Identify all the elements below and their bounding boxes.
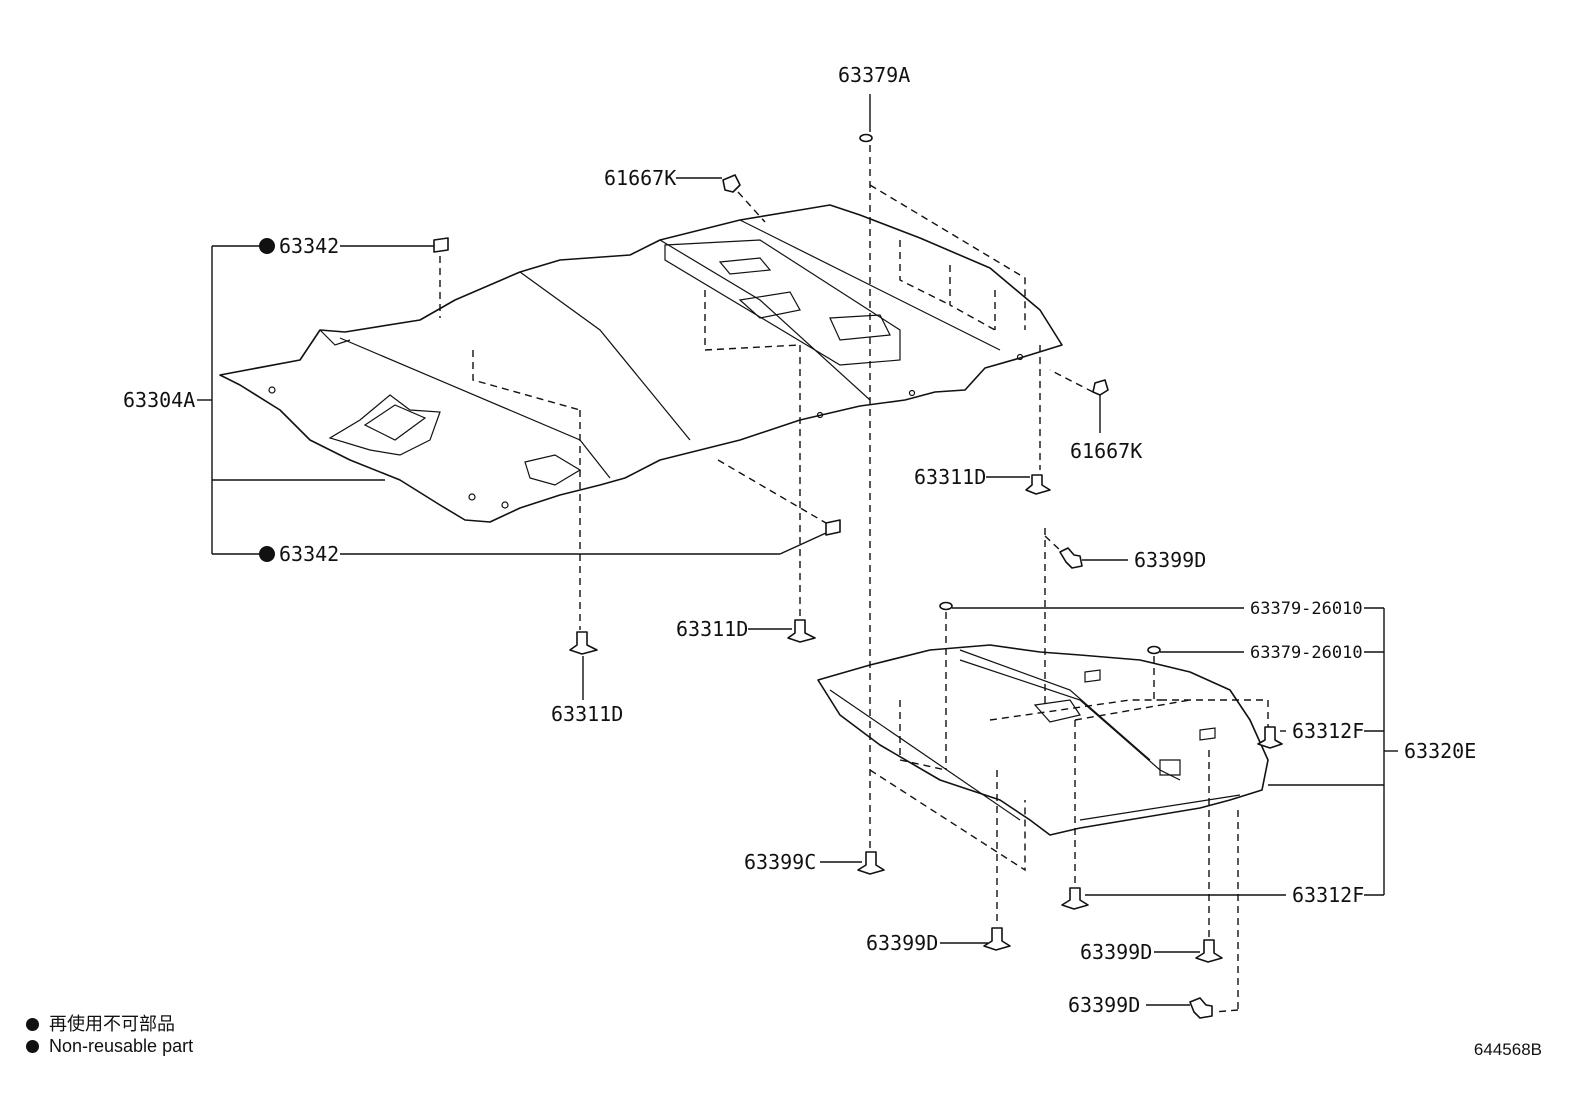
label-63312F-top: 63312F [1292,719,1364,743]
diagram-code: 644568B [1473,1040,1542,1059]
label-63399D-b2: 63399D [1080,940,1152,964]
clip-63399D-b1 [983,927,1011,951]
legend-en-text: Non-reusable part [49,1036,194,1056]
label-63379-26010-a: 63379-26010 [1250,599,1363,619]
label-63304A: 63304A [123,388,195,412]
clip-63379-26010-a [939,601,953,611]
clip-63311D-mid [787,619,816,643]
clip-61667K-right [1092,379,1109,396]
label-63399D-b1: 63399D [866,931,938,955]
label-61667K-top: 61667K [604,166,676,190]
headliner-main-part [219,204,1063,523]
non-reusable-marker-bottom [259,546,275,562]
non-reusable-marker-top [259,238,275,254]
clip-63379A [859,133,873,143]
label-63311D-bottom: 63311D [551,702,623,726]
label-63399C: 63399C [744,850,816,874]
label-63320E: 63320E [1404,739,1476,763]
clip-63399D-b3 [1189,997,1213,1019]
non-reusable-dot-icon [26,1018,39,1031]
label-63311D-mid: 63311D [676,617,748,641]
clip-63312F-bottom [1061,887,1089,910]
clip-61667K-top [722,174,741,193]
assembly-lines [439,145,1269,1013]
label-63311D-right: 63311D [914,465,986,489]
leader-lines [197,94,1398,1006]
pad-63342-top [433,237,449,253]
label-63342-top: 63342 [279,234,339,258]
clip-63399C [857,851,885,875]
clip-63312F-top [1257,726,1283,749]
label-61667K-right: 61667K [1070,439,1142,463]
legend-jp: 再使用不可部品 [26,1010,175,1036]
clip-63311D-right [1025,474,1051,495]
label-63399D-b3: 63399D [1068,993,1140,1017]
label-63399D-mid: 63399D [1134,548,1206,572]
legend-en: Non-reusable part [26,1036,193,1057]
pad-63342-bottom [825,519,841,536]
headliner-rear-part [817,644,1269,836]
clip-63379-26010-b [1147,645,1161,655]
label-63312F-bottom: 63312F [1292,883,1364,907]
clip-63399D-b2 [1195,939,1223,963]
label-63379A: 63379A [838,63,910,87]
clip-63399D-mid [1059,547,1083,569]
clip-63311D-bottom [569,631,598,655]
label-63379-26010-b: 63379-26010 [1250,643,1363,663]
non-reusable-dot-icon [26,1040,39,1053]
legend-jp-text: 再使用不可部品 [49,1014,175,1034]
label-63342-bottom: 63342 [279,542,339,566]
